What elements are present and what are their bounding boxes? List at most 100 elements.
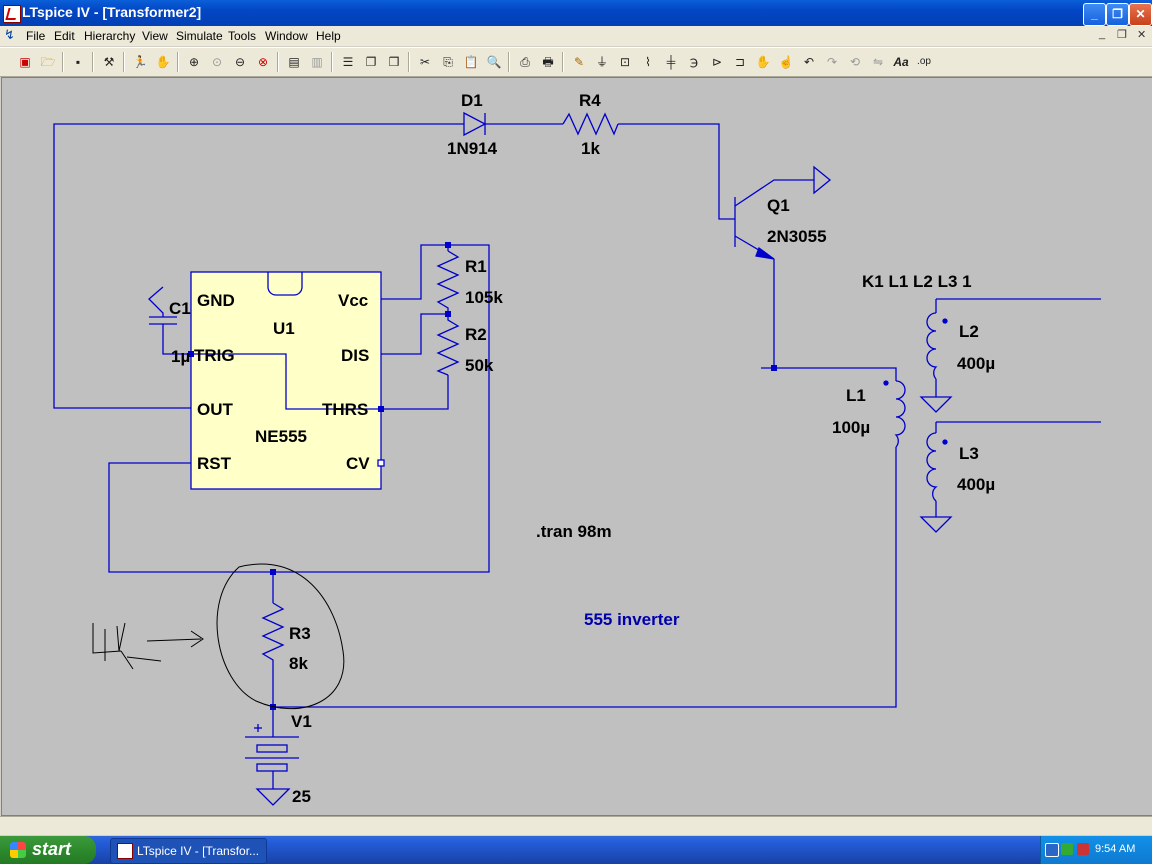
- label-l3-name: L3: [959, 444, 979, 463]
- menu-edit[interactable]: Edit: [54, 29, 75, 43]
- label-c1-name: C1: [169, 299, 191, 318]
- print-setup-icon[interactable]: ⎙: [520, 55, 530, 69]
- control-panel-icon[interactable]: ⚒: [103, 55, 115, 69]
- label-r2-value: 50k: [465, 356, 494, 375]
- tray-network-icon[interactable]: [1061, 843, 1073, 855]
- pin-cv: CV: [346, 454, 370, 473]
- pan-icon[interactable]: ⊙: [211, 55, 223, 69]
- plot-split-icon[interactable]: ▥: [311, 55, 323, 69]
- pin-vcc: Vcc: [338, 291, 368, 310]
- label-r3-name: R3: [289, 624, 311, 643]
- tile-vertical-icon[interactable]: ❒: [388, 55, 400, 69]
- minimize-button[interactable]: _: [1083, 3, 1106, 26]
- resistor-r4[interactable]: [562, 112, 619, 136]
- coupling-directive: K1 L1 L2 L3 1: [862, 272, 972, 291]
- component-icon[interactable]: ⊐: [734, 55, 746, 69]
- ltspice-app-icon[interactable]: [3, 5, 21, 23]
- capacitor-c1[interactable]: [148, 286, 177, 325]
- cut-icon[interactable]: ✂: [419, 55, 431, 69]
- mdi-minimize-button[interactable]: _: [1099, 28, 1106, 40]
- label-u1-value: NE555: [255, 427, 307, 446]
- label-r4-name: R4: [579, 91, 601, 110]
- resistor-r3[interactable]: [261, 602, 285, 673]
- label-r1-name: R1: [465, 257, 487, 276]
- diode-icon[interactable]: ⊳: [711, 55, 723, 69]
- hand-drawn-annotation: [92, 563, 345, 710]
- tile-horizontal-icon[interactable]: ☰: [342, 55, 354, 69]
- menu-view[interactable]: View: [142, 29, 168, 43]
- menu-tools[interactable]: Tools: [228, 29, 257, 43]
- menu-file[interactable]: File: [26, 29, 46, 43]
- mirror-icon[interactable]: ⇋: [872, 55, 884, 69]
- menu-help[interactable]: Help: [316, 29, 341, 43]
- zoom-in-icon[interactable]: ⊕: [188, 55, 200, 69]
- schematic-doc-icon[interactable]: ↯: [4, 27, 15, 42]
- tran-directive[interactable]: .tran 98m: [536, 522, 612, 541]
- text-icon[interactable]: Aa: [893, 55, 909, 69]
- ground-l3: [919, 516, 953, 533]
- find-icon[interactable]: 🔍: [486, 55, 502, 69]
- menu-hierarchy[interactable]: Hierarchy: [84, 29, 136, 43]
- inductor-l1[interactable]: [883, 380, 906, 448]
- transistor-q1[interactable]: [734, 165, 832, 260]
- inductor-l3[interactable]: [926, 432, 938, 502]
- save-icon[interactable]: ▪: [75, 55, 81, 69]
- halt-icon[interactable]: ✋: [155, 55, 171, 69]
- zoom-out-icon[interactable]: ⊖: [234, 55, 246, 69]
- dot-l3: [942, 439, 948, 445]
- menu-window[interactable]: Window: [265, 29, 308, 43]
- menu-bar: ↯ File Edit Hierarchy View Simulate Tool…: [0, 26, 1152, 46]
- capacitor-icon[interactable]: ╪: [666, 55, 676, 69]
- copy-icon[interactable]: ⎘: [443, 55, 453, 69]
- open-icon[interactable]: 🗁: [40, 55, 56, 69]
- pin-thrs: THRS: [322, 400, 368, 419]
- label-l2-value: 400µ: [957, 354, 995, 373]
- mdi-restore-button[interactable]: ❐: [1117, 29, 1127, 41]
- drag-icon[interactable]: ☝: [778, 55, 794, 69]
- voltage-source-v1[interactable]: [245, 724, 299, 806]
- ground-icon[interactable]: ⏚: [595, 55, 608, 69]
- clock[interactable]: 9:54 AM: [1095, 843, 1136, 855]
- status-bar: [0, 816, 1152, 835]
- start-button[interactable]: start: [0, 836, 96, 864]
- menu-simulate[interactable]: Simulate: [176, 29, 223, 43]
- label-l1-name: L1: [846, 386, 866, 405]
- draw-wire-icon[interactable]: ✎: [573, 55, 585, 69]
- run-icon[interactable]: 🏃: [132, 55, 148, 69]
- new-schematic-icon[interactable]: ▣: [19, 55, 31, 69]
- label-l1-value: 100µ: [832, 418, 870, 437]
- label-l3-value: 400µ: [957, 475, 995, 494]
- label-u1-name: U1: [273, 319, 295, 338]
- resistor-r1[interactable]: [436, 250, 460, 314]
- rotate-icon[interactable]: ⟲: [849, 55, 861, 69]
- schematic-canvas[interactable]: D1 1N914 R4 1k Q1 2N3055 K1 L1 L2 L3 1 C…: [1, 77, 1152, 816]
- diode-d1[interactable]: [463, 111, 487, 137]
- redo-icon[interactable]: ↷: [826, 55, 838, 69]
- cascade-icon[interactable]: ❐: [365, 55, 377, 69]
- taskbar-item-ltspice[interactable]: LTspice IV - [Transfor...: [110, 838, 267, 864]
- schematic-comment[interactable]: 555 inverter: [584, 610, 680, 629]
- inductor-l2[interactable]: [926, 312, 938, 380]
- resistor-icon[interactable]: ⌇: [645, 55, 651, 69]
- paste-icon[interactable]: 📋: [463, 55, 479, 69]
- ic-u1-body[interactable]: [190, 271, 385, 490]
- undo-icon[interactable]: ↶: [803, 55, 815, 69]
- inductor-icon[interactable]: ℈: [689, 55, 699, 69]
- tray-security-icon[interactable]: [1077, 843, 1089, 855]
- restore-button[interactable]: ❐: [1106, 3, 1129, 26]
- move-icon[interactable]: ✋: [755, 55, 771, 69]
- label-net-icon[interactable]: ⊡: [619, 55, 631, 69]
- pin-trig: TRIG: [194, 346, 235, 365]
- ground-l2: [919, 396, 953, 413]
- label-v1-name: V1: [291, 712, 312, 731]
- spice-directive-icon[interactable]: .op: [917, 56, 931, 67]
- plot-area-icon[interactable]: ▤: [288, 55, 300, 69]
- tray-arrow-icon[interactable]: [1045, 843, 1059, 857]
- title-bar: LTspice IV - [Transformer2] _ ❐ ✕: [0, 0, 1152, 26]
- mdi-close-button[interactable]: ✕: [1137, 29, 1147, 41]
- resistor-r2[interactable]: [436, 314, 460, 376]
- zoom-cancel-icon[interactable]: ⊗: [257, 55, 269, 69]
- windows-flag-icon: [10, 842, 26, 858]
- close-button[interactable]: ✕: [1129, 3, 1152, 26]
- print-icon[interactable]: 🖶: [542, 55, 554, 69]
